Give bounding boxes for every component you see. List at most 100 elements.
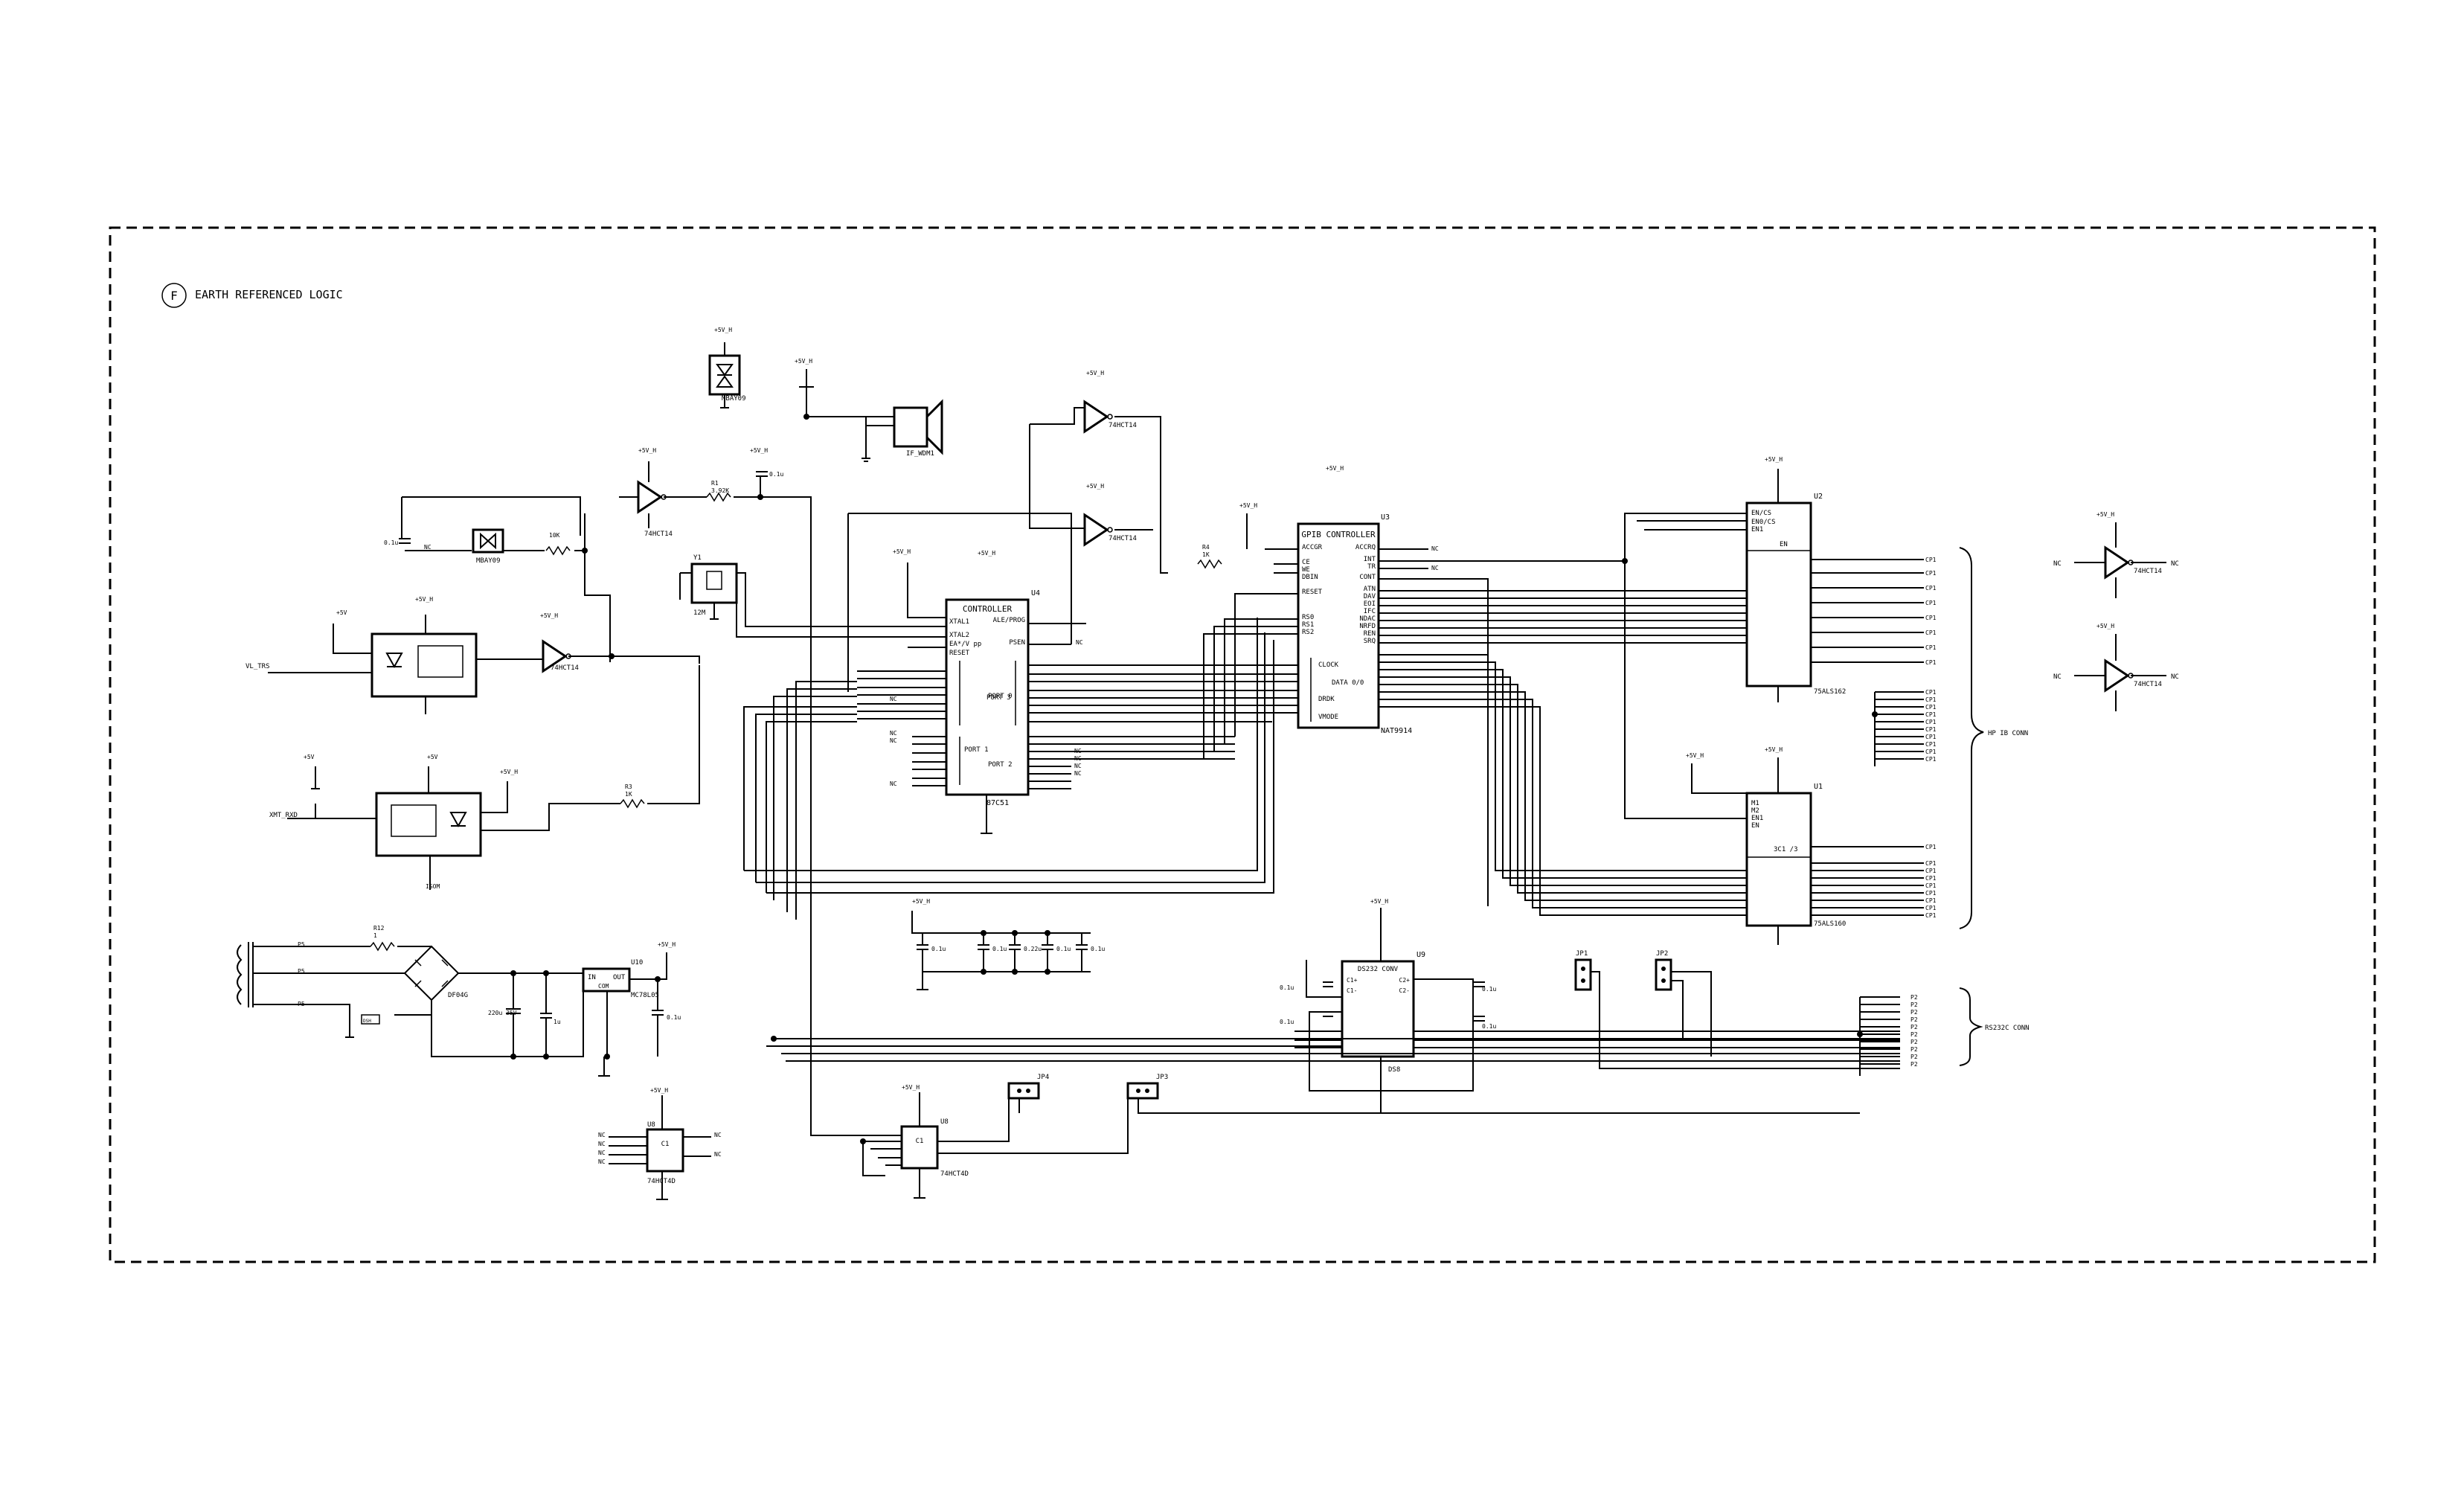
- section-marker: [161, 283, 187, 308]
- svg-text:CP1: CP1: [1925, 860, 1937, 867]
- wiring: [253, 342, 2166, 1200]
- svg-text:JP2: JP2: [1656, 950, 1668, 958]
- svg-text:CONTROLLER: CONTROLLER: [963, 604, 1013, 614]
- svg-text:NC: NC: [890, 737, 897, 744]
- u3-gpib-controller: GPIB CONTROLLER U3 NAT9914 ACCGR CE WE D…: [1297, 513, 1412, 735]
- transformer: P5 P5 P5 DSH: [237, 941, 380, 1025]
- svg-text:MBAY09: MBAY09: [722, 395, 746, 403]
- svg-text:+5V_H: +5V_H: [893, 548, 911, 555]
- svg-text:CP1: CP1: [1925, 726, 1937, 733]
- svg-text:10K: 10K: [549, 532, 560, 539]
- svg-text:0.1u: 0.1u: [1280, 1019, 1294, 1025]
- svg-text:NC: NC: [598, 1132, 606, 1138]
- svg-text:MBAY09: MBAY09: [476, 557, 501, 565]
- u1-transceiver: M1 M2 EN1 EN 3C1 /3 U1 75ALS160: [1745, 783, 1846, 928]
- svg-text:+5V_H: +5V_H: [1686, 752, 1704, 759]
- svg-text:ALE/PROG: ALE/PROG: [993, 617, 1025, 624]
- svg-text:EA*/V pp: EA*/V pp: [949, 641, 981, 648]
- svg-text:C2-: C2-: [1399, 987, 1410, 994]
- svg-text:87C51: 87C51: [986, 799, 1009, 807]
- svg-text:+5V_H: +5V_H: [540, 612, 558, 619]
- svg-text:U4: U4: [1031, 589, 1040, 597]
- svg-text:C1-: C1-: [1347, 987, 1357, 994]
- svg-text:P2: P2: [1910, 1024, 1918, 1031]
- u4-controller: CONTROLLER U4 87C51 XTAL1 XTAL2 EA*/V pp…: [945, 589, 1040, 807]
- svg-text:CP1: CP1: [1925, 570, 1937, 577]
- svg-text:1u: 1u: [554, 1019, 561, 1025]
- svg-text:NC: NC: [598, 1141, 606, 1147]
- svg-text:NC: NC: [2053, 560, 2062, 568]
- svg-text:U8: U8: [940, 1118, 949, 1126]
- opto-u6: VL_TRS: [246, 632, 478, 698]
- svg-text:75ALS160: 75ALS160: [1814, 920, 1846, 928]
- svg-text:ISOM: ISOM: [426, 883, 440, 890]
- buffer-u5-mid: 74HCT14: [542, 639, 579, 673]
- power-labels: +5V_H +5V_H +5V_H +5V_H +5V_H +5V_H +5V_…: [304, 327, 2114, 1094]
- svg-text:CP1: CP1: [1925, 557, 1937, 563]
- svg-text:+5V: +5V: [427, 754, 438, 760]
- svg-text:74HCT14: 74HCT14: [1109, 422, 1137, 429]
- svg-text:75ALS162: 75ALS162: [1814, 688, 1846, 696]
- u2-transceiver: EN/CS EN0/CS EN1 EN U2 75ALS162: [1745, 493, 1846, 696]
- svg-text:JP4: JP4: [1037, 1074, 1049, 1081]
- svg-text:R1: R1: [711, 480, 719, 487]
- svg-text:RS2: RS2: [1302, 629, 1314, 636]
- svg-text:R4: R4: [1202, 544, 1210, 551]
- svg-text:Y1: Y1: [693, 554, 702, 562]
- svg-text:0.1u: 0.1u: [1091, 946, 1105, 952]
- svg-text:GPIB CONTROLLER: GPIB CONTROLLER: [1301, 530, 1376, 539]
- svg-text:0.1u: 0.1u: [1482, 986, 1496, 993]
- svg-text:U9: U9: [1417, 951, 1425, 959]
- svg-text:HP IB CONN: HP IB CONN: [1988, 730, 2028, 737]
- svg-text:P2: P2: [1910, 1001, 1918, 1008]
- svg-text:PORT 1: PORT 1: [964, 746, 989, 754]
- svg-text:+5V_H: +5V_H: [1086, 370, 1104, 376]
- gpib-connector-brace: HP IB CONN: [1959, 547, 2028, 929]
- svg-text:C1: C1: [661, 1141, 670, 1148]
- svg-text:VL_TRS: VL_TRS: [246, 663, 270, 670]
- svg-text:+5V_H: +5V_H: [500, 769, 518, 775]
- u8-gate-b: C1 U8 74HCT4D: [900, 1118, 969, 1178]
- svg-text:74HCT14: 74HCT14: [2134, 681, 2162, 688]
- svg-text:NC: NC: [714, 1132, 722, 1138]
- y1-crystal: Y1 12M: [690, 554, 738, 617]
- svg-text:COM: COM: [598, 983, 609, 990]
- svg-text:+5V_H: +5V_H: [902, 1084, 920, 1091]
- svg-text:TR: TR: [1367, 563, 1376, 571]
- svg-text:NC: NC: [890, 781, 897, 787]
- svg-text:0.1u: 0.1u: [992, 946, 1007, 952]
- svg-text:+5V: +5V: [336, 609, 347, 616]
- svg-text:CP1: CP1: [1925, 689, 1937, 696]
- svg-text:MC78L05: MC78L05: [631, 992, 659, 999]
- svg-text:CP1: CP1: [1925, 912, 1937, 919]
- svg-text:74HCT14: 74HCT14: [644, 531, 673, 538]
- svg-text:DRDK: DRDK: [1318, 696, 1335, 703]
- svg-text:DAV: DAV: [1364, 593, 1376, 600]
- svg-text:+5V_H: +5V_H: [650, 1087, 668, 1094]
- svg-text:SRQ: SRQ: [1364, 638, 1376, 645]
- svg-text:P5: P5: [298, 968, 305, 975]
- svg-text:CP1: CP1: [1925, 897, 1937, 904]
- svg-text:+5V_H: +5V_H: [750, 447, 768, 454]
- svg-text:+5V_H: +5V_H: [2096, 511, 2114, 518]
- svg-text:NRFD: NRFD: [1359, 623, 1376, 630]
- svg-text:U1: U1: [1814, 783, 1823, 791]
- svg-text:IFC: IFC: [1364, 608, 1376, 615]
- svg-text:CP1: CP1: [1925, 741, 1937, 748]
- svg-text:P2: P2: [1910, 1009, 1918, 1016]
- svg-text:P2: P2: [1910, 1031, 1918, 1038]
- svg-text:XMT_RXD: XMT_RXD: [269, 812, 298, 819]
- u8-gate-a: C1 U8 74HCT4D: [646, 1121, 684, 1185]
- svg-text:DF04G: DF04G: [448, 992, 468, 999]
- svg-text:1: 1: [373, 932, 377, 939]
- svg-text:P2: P2: [1910, 994, 1918, 1001]
- svg-text:DBIN: DBIN: [1302, 574, 1318, 581]
- svg-text:VMODE: VMODE: [1318, 714, 1338, 721]
- svg-text:NC: NC: [2171, 560, 2179, 568]
- svg-text:CP1: CP1: [1925, 875, 1937, 882]
- svg-text:NC: NC: [714, 1151, 722, 1158]
- svg-text:CP1: CP1: [1925, 890, 1937, 897]
- jumper-jp2: JP2: [1655, 950, 1672, 991]
- svg-text:PORT 0: PORT 0: [988, 693, 1013, 700]
